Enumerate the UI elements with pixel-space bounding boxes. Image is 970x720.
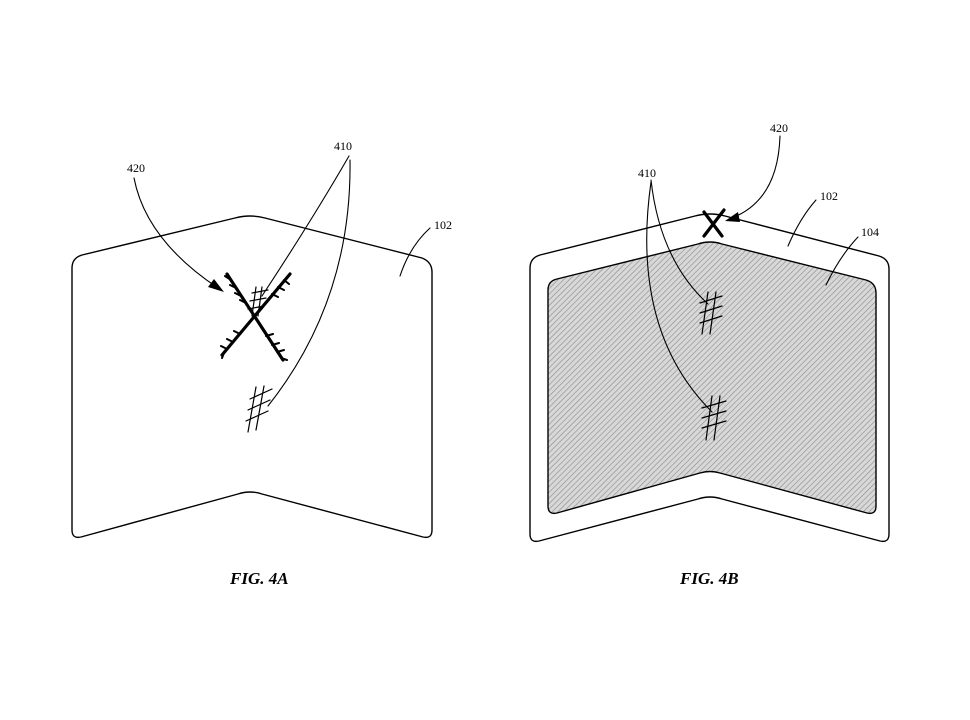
- leader-410-lower-4b: [646, 181, 713, 413]
- dent-damage-mark: [220, 272, 292, 362]
- ref-label-102-4b: 102: [820, 189, 838, 203]
- leader-102-4b: [787, 199, 817, 247]
- ref-label-102-4a: 102: [434, 218, 452, 232]
- ref-label-420-4a: 420: [127, 161, 145, 175]
- display-area-104: [547, 241, 877, 515]
- leader-420-4b: [731, 135, 781, 219]
- figure-4a: 420 410 102 FIG. 4A: [71, 139, 452, 588]
- dent-damage-mark-4b: [702, 208, 726, 238]
- arrowhead-420-4a: [208, 279, 224, 292]
- cover-outline-4a: [71, 215, 433, 539]
- arrowhead-420-4b: [725, 212, 740, 222]
- scratch-mark-upper-4a: [247, 286, 269, 317]
- leader-420-4a: [133, 177, 219, 289]
- caption-fig-4a: FIG. 4A: [229, 569, 289, 588]
- scratch-mark-lower-4b: [701, 395, 727, 441]
- leader-410-upper-4a: [261, 155, 350, 297]
- ref-label-420-4b: 420: [770, 121, 788, 135]
- caption-fig-4b: FIG. 4B: [679, 569, 739, 588]
- leader-104-4b: [825, 236, 859, 286]
- scratch-mark-upper-4b: [699, 291, 723, 335]
- ref-label-410-4b: 410: [638, 166, 656, 180]
- scratch-mark-lower-4a: [245, 385, 273, 433]
- leader-410-upper-4b: [650, 179, 709, 305]
- cover-outline-4b: [529, 213, 890, 543]
- ref-label-104-4b: 104: [861, 225, 879, 239]
- figure-4b: 420 410 102 104 FIG. 4B: [529, 121, 890, 588]
- leader-410-lower-4a: [267, 159, 351, 407]
- ref-label-410-4a: 410: [334, 139, 352, 153]
- leader-102-4a: [399, 227, 431, 277]
